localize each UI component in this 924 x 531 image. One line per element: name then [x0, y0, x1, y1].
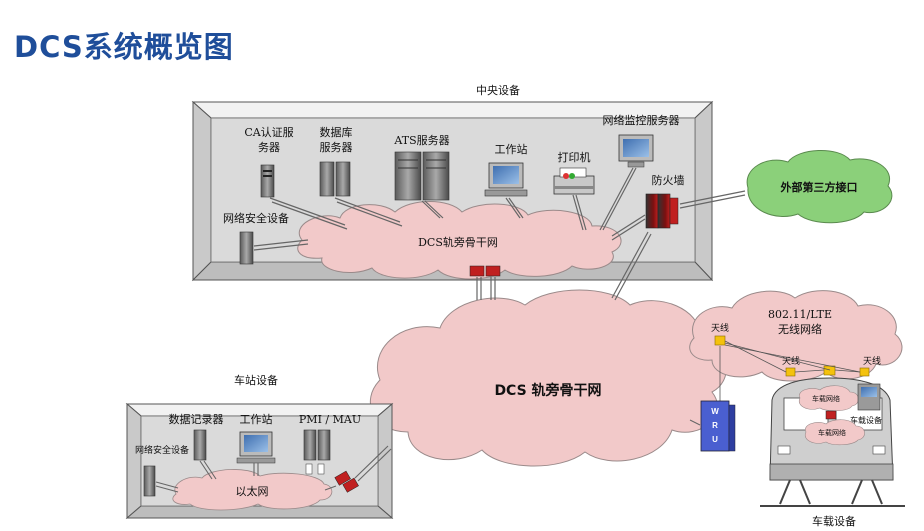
ca-server-label-2: 务器 — [258, 141, 280, 154]
main-backbone-cloud — [369, 289, 727, 467]
wireless-links — [719, 340, 861, 402]
station-switch-icon — [334, 470, 359, 493]
antenna-icon-1 — [714, 335, 726, 346]
central-backbone-label: DCS轨旁骨干网 — [418, 235, 498, 249]
antenna-label-3: 天线 — [863, 355, 881, 367]
central-links — [253, 167, 646, 251]
external-interface-label: 外部第三方接口 — [780, 180, 858, 194]
antenna-label-2: 天线 — [782, 355, 800, 367]
train-section-label: 车载设备 — [812, 514, 856, 528]
station-workstation-label: 工作站 — [240, 412, 273, 426]
onboard-net-label-2: 车载网络 — [818, 428, 846, 437]
onboard-device-label: 车载设备 — [850, 415, 882, 425]
printer-icon — [553, 167, 595, 195]
data-recorder-icon — [193, 429, 207, 461]
firewall-icon — [645, 193, 679, 229]
db-server-icon — [319, 161, 351, 197]
wireless-network-cloud — [689, 290, 903, 382]
ethernet-label: 以太网 — [236, 485, 269, 498]
ethernet-cloud — [172, 469, 333, 511]
onboard-device-icon — [857, 383, 881, 411]
firewall-external-link — [679, 190, 746, 209]
onboard-net-cloud-2 — [804, 419, 865, 446]
main-backbone-label: DCS 轨旁骨干网 — [494, 382, 601, 399]
nms-server-icon — [618, 134, 654, 168]
station-security-device-icon — [143, 465, 156, 497]
ats-server-icon — [394, 151, 450, 201]
wru-label: W — [711, 407, 719, 416]
onboard-ap-icon — [823, 365, 836, 376]
printer-label: 打印机 — [558, 150, 591, 164]
central-backbone-cloud — [297, 201, 622, 280]
data-recorder-label: 数据记录器 — [169, 412, 224, 426]
central-switch-icon — [469, 265, 501, 277]
external-interface-cloud — [746, 149, 893, 224]
central-security-device-icon — [239, 231, 254, 265]
workstation-icon — [484, 162, 528, 197]
db-server-label-2: 服务器 — [320, 141, 353, 154]
central-section-label: 中央设备 — [476, 83, 520, 97]
db-server-label-1: 数据库 — [320, 125, 353, 139]
antenna-icon-2 — [785, 367, 796, 377]
wru-label: R — [712, 421, 718, 430]
station-security-device-label: 网络安全设备 — [135, 444, 189, 456]
onboard-switch-icon — [825, 410, 837, 420]
page-title: DCS系统概览图 — [14, 30, 234, 64]
station-links — [155, 445, 392, 493]
antenna-label-1: 天线 — [711, 322, 729, 334]
wru-backbone-link — [689, 419, 701, 426]
firewall-label: 防火墙 — [652, 173, 685, 187]
pmi-mau-icon — [303, 429, 331, 475]
central-backbone-link — [476, 231, 652, 301]
station-section-label: 车站设备 — [234, 373, 278, 387]
central-security-device-label: 网络安全设备 — [223, 211, 289, 225]
wru-device — [700, 400, 736, 452]
wireless-label-2: 无线网络 — [778, 322, 822, 336]
workstation-label: 工作站 — [495, 142, 528, 156]
ca-server-label-1: CA认证服 — [244, 126, 293, 139]
wru-label: U — [712, 435, 718, 444]
pmi-mau-label: PMI / MAU — [299, 413, 361, 426]
nms-server-label: 网络监控服务器 — [603, 113, 680, 127]
antenna-icon-3 — [859, 367, 870, 377]
station-workstation-icon — [236, 431, 276, 464]
wireless-label-1: 802.11/LTE — [768, 308, 832, 321]
ats-server-label: ATS服务器 — [393, 134, 449, 147]
ca-server-icon — [260, 164, 275, 198]
onboard-net-label-1: 车载网络 — [812, 394, 840, 403]
